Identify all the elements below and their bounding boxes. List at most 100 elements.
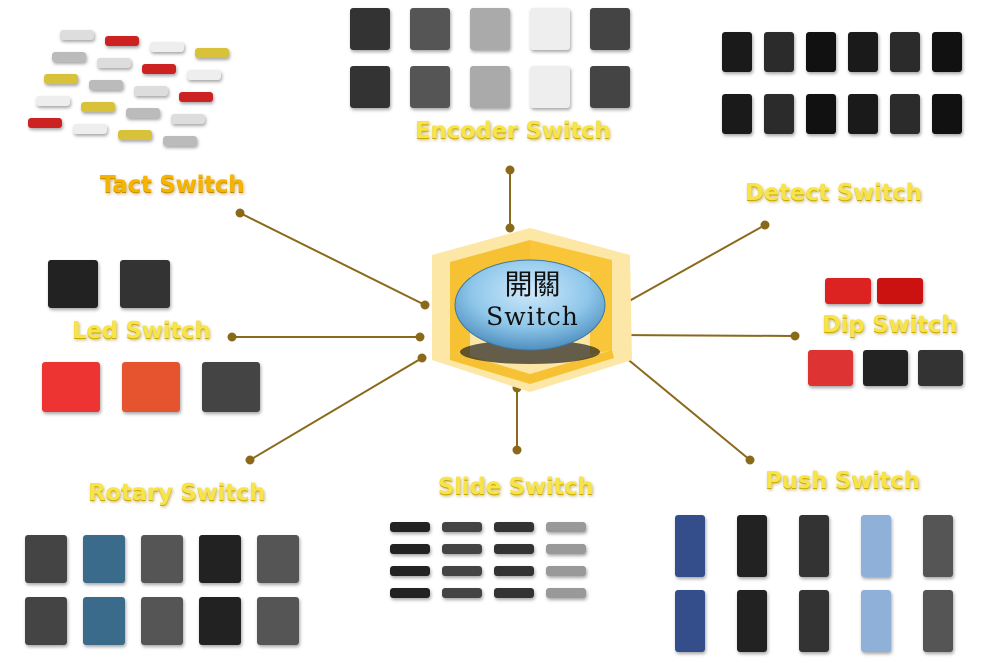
tact-product-image [150,42,184,52]
slide-product-image [390,566,430,576]
push-product-image [737,515,767,577]
tact-product-image [187,70,221,80]
connector-detect [621,224,766,306]
rotary-product-image [83,535,125,583]
label-detect-switch: Detect Switch [745,180,922,206]
tact-product-image [105,36,139,46]
connector-dot [245,455,255,465]
center-title-en: Switch [486,302,579,331]
tact-product-image [73,124,107,134]
dip-product-image [808,350,853,386]
slide-product-image [390,544,430,554]
detect-product-image [932,32,962,72]
push-product-image [737,590,767,652]
tact-product-image [118,130,152,140]
slide-product-image [546,566,586,576]
slide-product-image [442,588,482,598]
rotary-product-image [25,597,67,645]
tact-product-image [60,30,94,40]
slide-product-image [390,522,430,532]
label-dip-switch: Dip Switch [822,312,958,338]
tact-product-image [142,64,176,74]
rotary-product-image [199,597,241,645]
detect-product-image [764,94,794,134]
tact-product-image [126,108,160,118]
rotary-product-image [257,597,299,645]
push-product-image [861,590,891,652]
rotary-product-image [83,597,125,645]
rotary-product-image [25,535,67,583]
connector-rotary [249,357,423,461]
push-product-image [675,515,705,577]
connector-tact [239,212,426,306]
slide-product-image [442,522,482,532]
led-product-image [42,362,100,412]
tact-product-image [44,74,78,84]
rotary-product-image [257,535,299,583]
connector-dot [415,332,425,342]
slide-product-image [546,544,586,554]
detect-product-image [722,94,752,134]
slide-product-image [442,544,482,554]
dip-product-image [877,278,923,304]
connector-dot [235,208,245,218]
center-title-zh: 開關 [504,268,561,301]
dip-product-image [918,350,963,386]
encoder-product-image [590,66,630,108]
tact-product-image [171,114,205,124]
connector-dot [760,220,770,230]
slide-product-image [546,588,586,598]
connector-dot [505,223,515,233]
label-encoder-switch: Encoder Switch [415,118,611,144]
connector-dot [505,165,515,175]
led-product-image [202,362,260,412]
rotary-product-image [141,597,183,645]
encoder-product-image [410,8,450,50]
connector-dip [621,334,796,337]
rotary-product-image [199,535,241,583]
connector-dot [745,455,755,465]
connector-dot [790,331,800,341]
slide-product-image [546,522,586,532]
center-hexagon [432,228,632,392]
connector-dot [420,300,430,310]
connector-dot [512,445,522,455]
tact-product-image [195,48,229,58]
led-product-image [120,260,170,308]
tact-product-image [179,92,213,102]
push-product-image [861,515,891,577]
slide-product-image [494,522,534,532]
label-tact-switch: Tact Switch [100,172,245,198]
detect-product-image [848,94,878,134]
tact-product-image [52,52,86,62]
tact-product-image [81,102,115,112]
connector-push [624,356,751,461]
detect-product-image [890,32,920,72]
slide-product-image [390,588,430,598]
encoder-product-image [410,66,450,108]
encoder-product-image [470,66,510,108]
detect-product-image [764,32,794,72]
encoder-product-image [530,8,570,50]
encoder-product-image [530,66,570,108]
detect-product-image [806,32,836,72]
slide-product-image [494,544,534,554]
tact-product-image [28,118,62,128]
tact-product-image [36,96,70,106]
detect-product-image [890,94,920,134]
connector-dot [227,332,237,342]
center-title: 開關 Switch [455,268,610,332]
tact-product-image [134,86,168,96]
tact-product-image [163,136,197,146]
encoder-product-image [350,8,390,50]
label-slide-switch: Slide Switch [438,474,594,500]
push-product-image [799,515,829,577]
detect-product-image [722,32,752,72]
label-rotary-switch: Rotary Switch [88,480,266,506]
push-product-image [923,590,953,652]
encoder-product-image [590,8,630,50]
dip-product-image [825,278,871,304]
tact-product-image [89,80,123,90]
